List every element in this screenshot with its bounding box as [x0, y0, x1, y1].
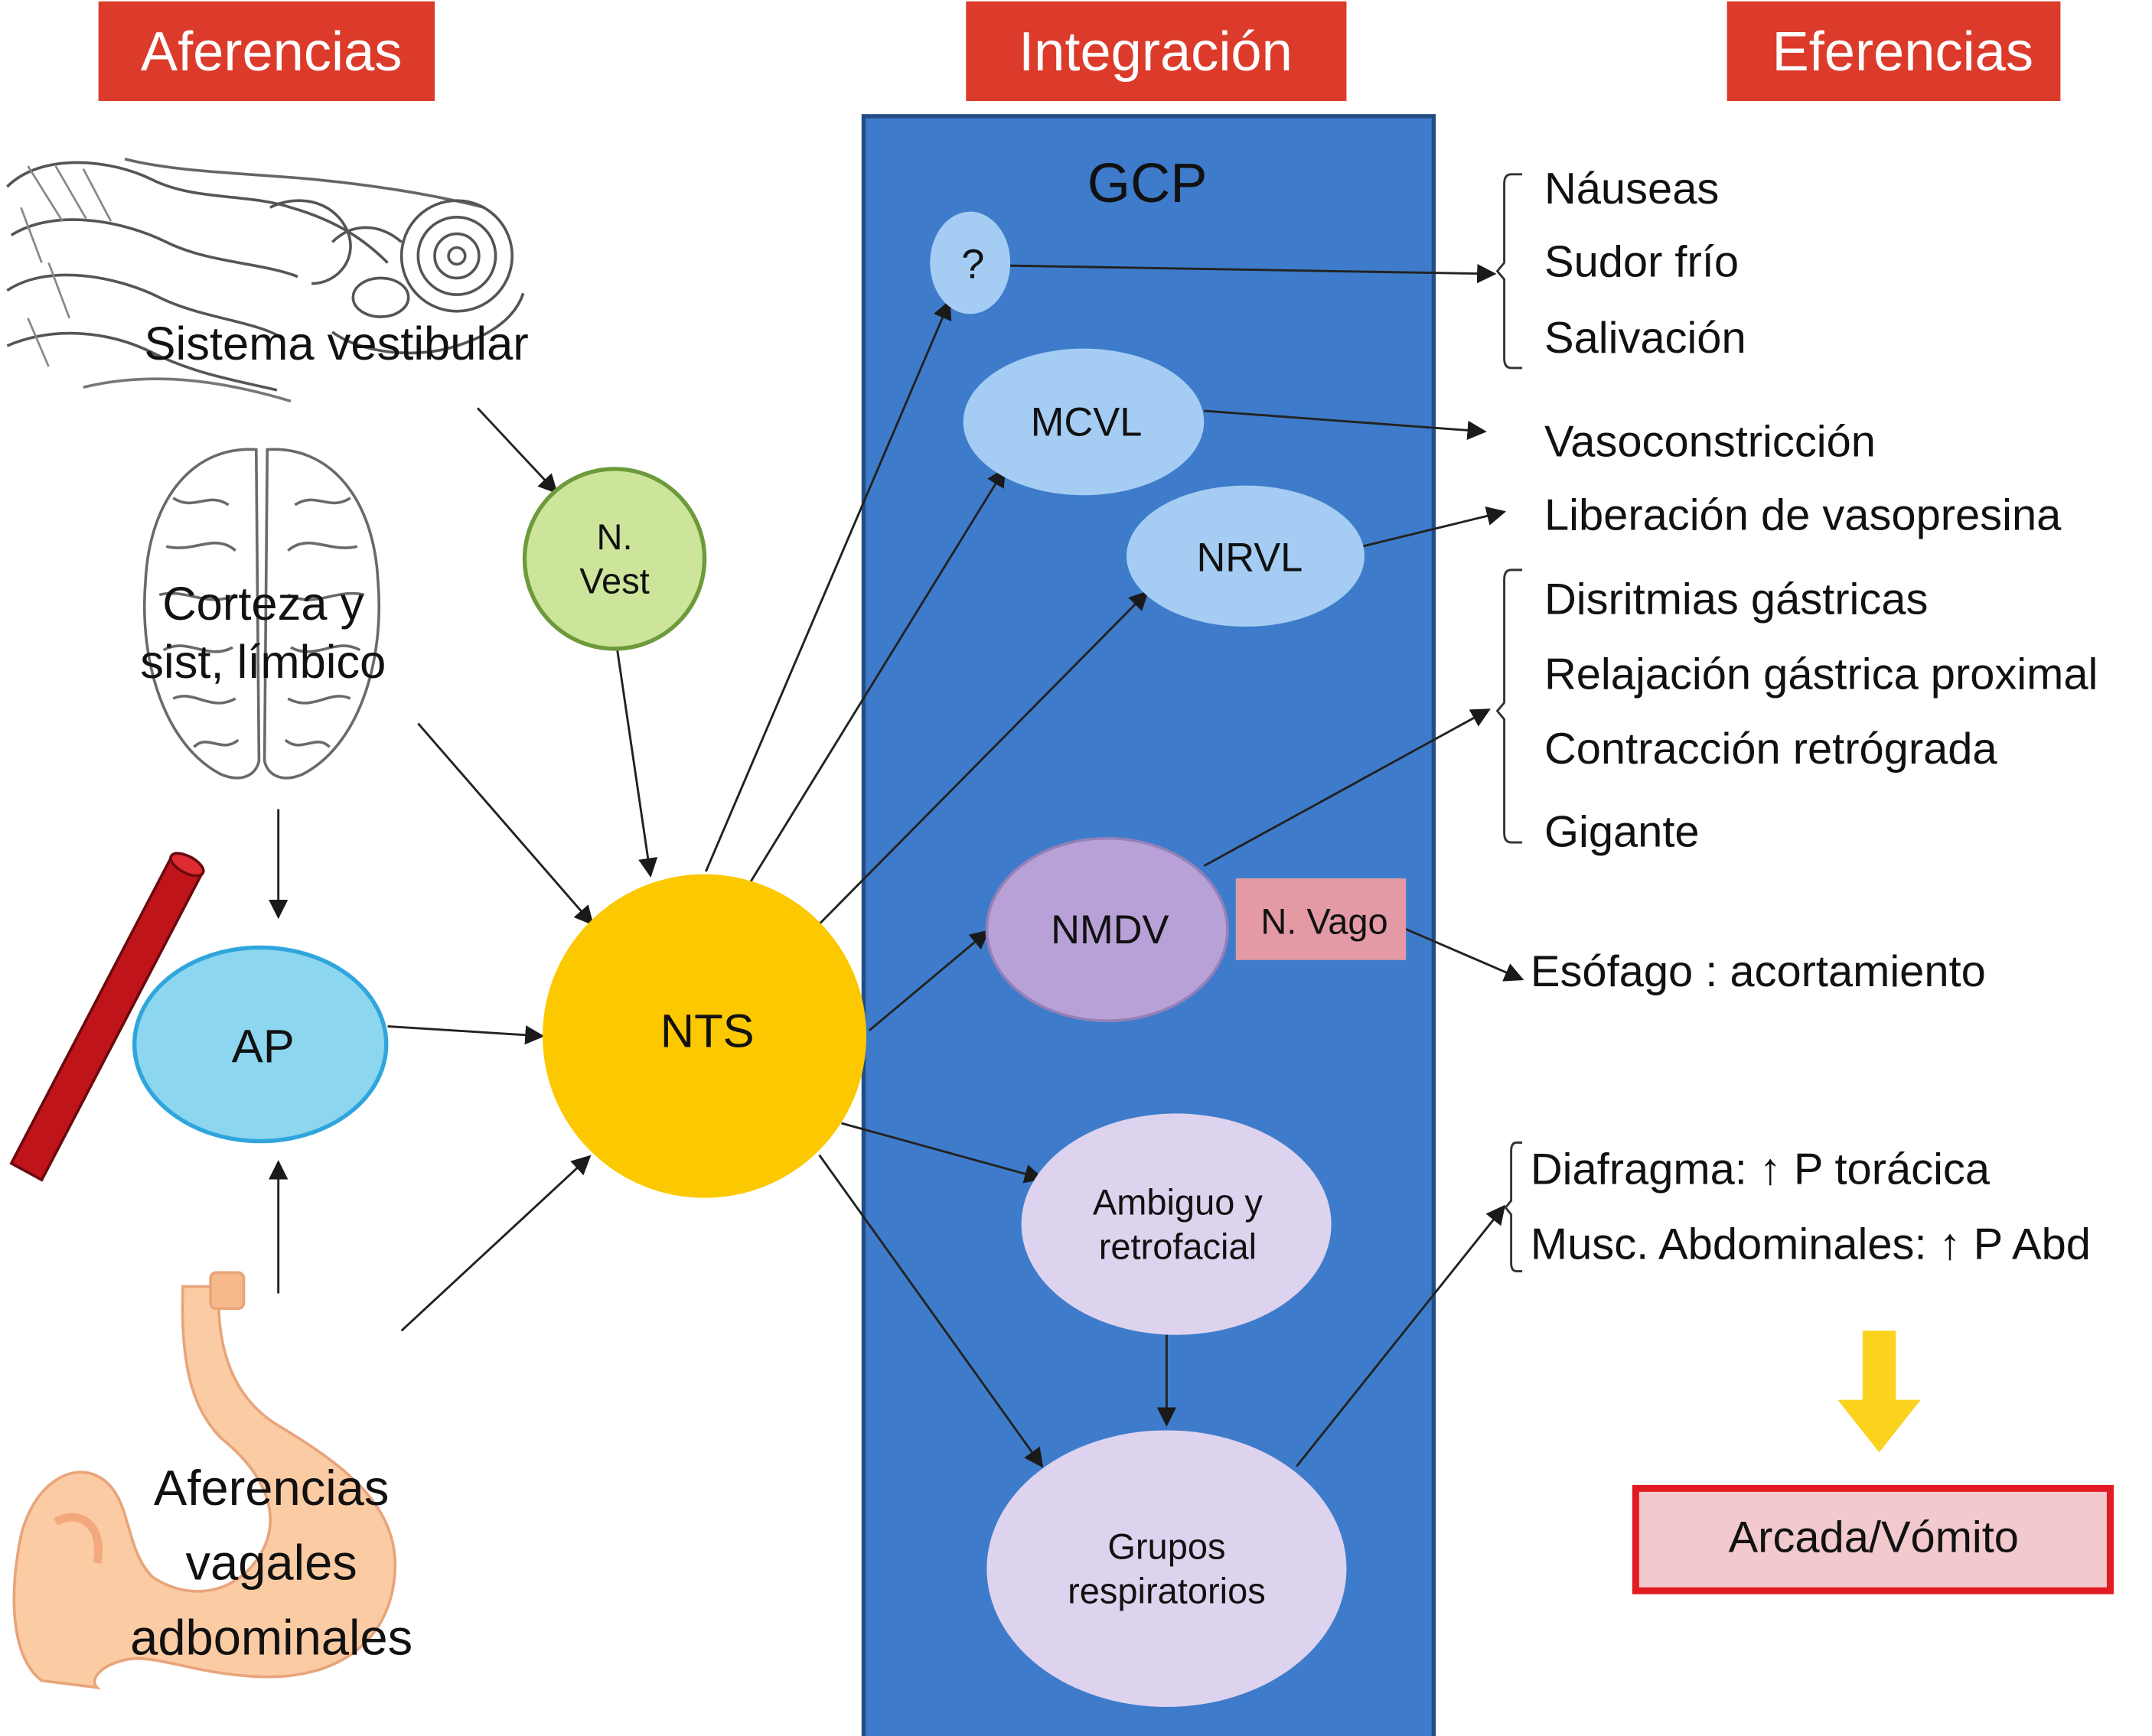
efferent-diafragma: Diafragma: ↑ P torácica [1531, 1145, 1991, 1194]
mcvl-node: MCVL [963, 348, 1205, 496]
ambiguo-node: Ambiguo y retrofacial [1021, 1113, 1332, 1335]
nts-label: NTS [660, 1005, 755, 1058]
header-afferents: Aferencias [98, 1, 435, 101]
unknown-label: ? [961, 241, 984, 287]
efferent-salivacion: Salivación [1544, 314, 1746, 363]
header-afferents-label: Aferencias [141, 21, 403, 83]
efferent-sudor-frio: Sudor frío [1544, 238, 1739, 287]
ambiguo-label-line1: Ambiguo y [1093, 1181, 1263, 1222]
grupos-label-line2: respiratorios [1068, 1570, 1266, 1611]
brain-icon [142, 448, 381, 780]
efferent-contraccion: Contracción retrógrada [1544, 725, 1997, 774]
grupos-label-line1: Grupos [1107, 1526, 1225, 1567]
cortex-label-line2: sist, límbico [140, 636, 386, 689]
efferent-group-2: Disritmias gástricas Relajación gástrica… [1544, 575, 2098, 857]
header-efferents-label: Eferencias [1772, 21, 2033, 83]
header-efferents: Eferencias [1726, 1, 2061, 101]
vagal-label-line3: adbominales [130, 1609, 412, 1665]
efferent-group-1: Náuseas Sudor frío Salivación [1544, 164, 1746, 363]
efferent-gigante: Gigante [1544, 807, 1700, 856]
blood-vessel-icon [9, 852, 205, 1182]
efferent-nauseas: Náuseas [1544, 164, 1719, 213]
inner-ear-icon [6, 158, 525, 403]
n-vest-label-line2: Vest [579, 561, 649, 601]
connector-arrows [269, 263, 1524, 1468]
vagal-label-line2: vagales [186, 1535, 357, 1591]
cortex-label-line1: Corteza y [162, 578, 364, 630]
vagal-label-line1: Aferencias [154, 1460, 389, 1516]
ap-label: AP [232, 1021, 295, 1073]
efferent-vasoconstriccion: Vasoconstricción [1544, 418, 1876, 467]
mcvl-label: MCVL [1031, 401, 1143, 445]
n-vest-node: N. Vest [522, 467, 707, 651]
efferent-relajacion: Relajación gástrica proximal [1544, 650, 2098, 699]
efferent-esofago: Esófago : acortamiento [1531, 947, 1986, 996]
efferent-brackets [1495, 173, 1523, 1272]
ap-node: AP [132, 945, 389, 1144]
n-vago-label: N. Vago [1260, 901, 1387, 941]
efferent-abdominales: Musc. Abdominales: ↑ P Abd [1531, 1220, 2091, 1269]
gcp-label: GCP [1087, 153, 1208, 214]
stomach-icon [12, 1271, 397, 1690]
header-integration-label: Integración [1019, 21, 1293, 83]
ambiguo-label-line2: retrofacial [1099, 1226, 1257, 1266]
efferent-group-3: Diafragma: ↑ P torácica Musc. Abdominale… [1531, 1145, 2091, 1269]
n-vago-box: N. Vago [1235, 878, 1407, 960]
header-integration: Integración [966, 1, 1347, 101]
result-label: Arcada/Vómito [1729, 1513, 2019, 1562]
efferent-disritmias: Disritmias gástricas [1544, 575, 1928, 624]
nts-node: NTS [543, 874, 867, 1198]
unknown-node: ? [930, 211, 1011, 314]
vestibular-label: Sistema vestibular [145, 318, 529, 370]
result-box: Arcada/Vómito [1632, 1484, 2114, 1594]
efferent-vasopresina: Liberación de vasopresina [1544, 490, 2062, 539]
nmdv-node: NMDV [985, 836, 1229, 1023]
n-vest-label-line1: N. [597, 516, 633, 557]
down-arrow-icon [1837, 1330, 1921, 1453]
nrvl-node: NRVL [1126, 485, 1365, 627]
nrvl-label: NRVL [1196, 536, 1303, 581]
grupos-node: Grupos respiratorios [986, 1430, 1347, 1708]
nmdv-label: NMDV [1051, 908, 1169, 953]
